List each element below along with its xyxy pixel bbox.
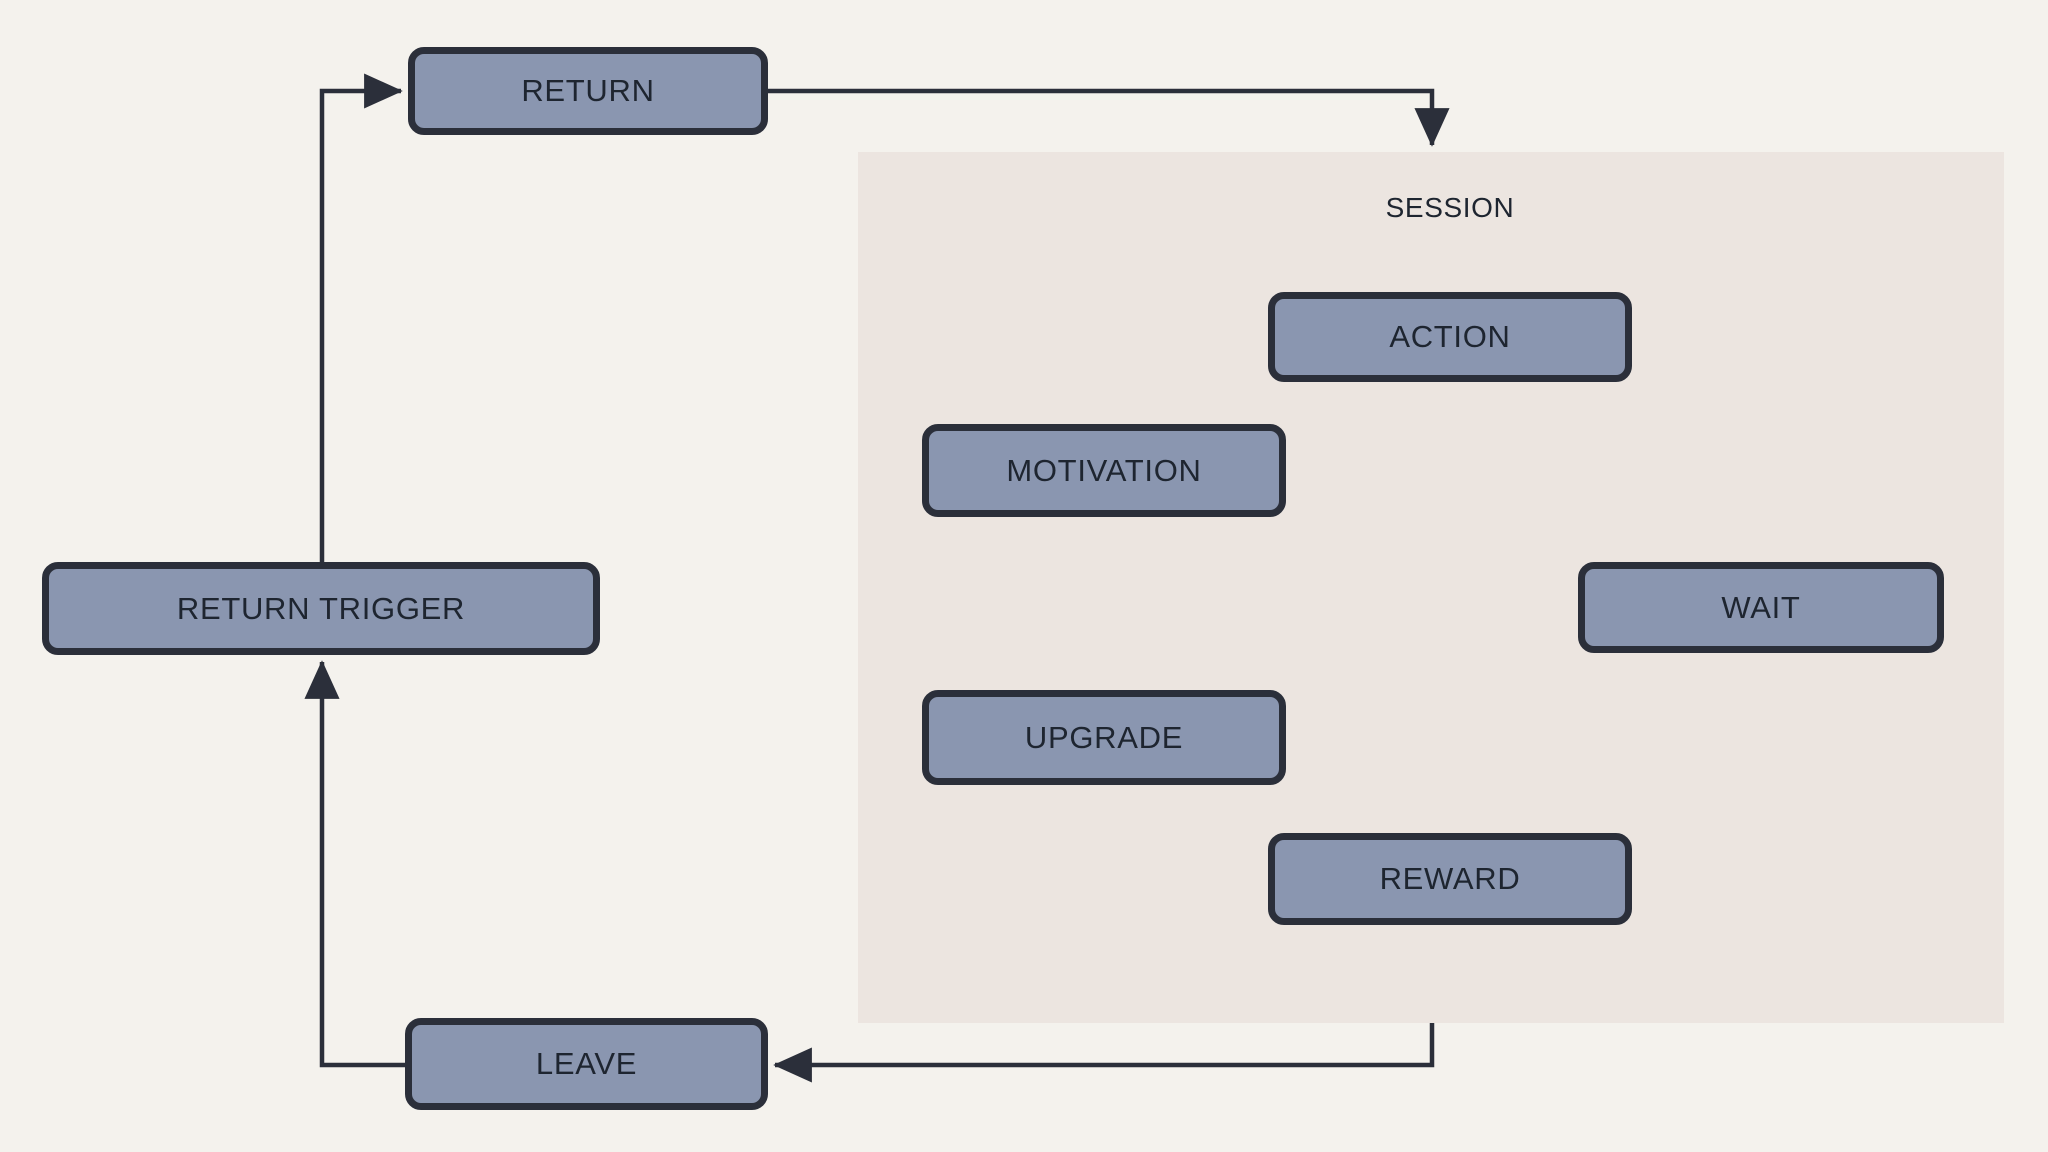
- node-action-label: ACTION: [1389, 319, 1511, 354]
- edge-return-to-session: [768, 88, 1450, 147]
- node-return-trigger[interactable]: RETURN TRIGGER: [42, 562, 600, 655]
- node-reward-label: REWARD: [1379, 861, 1521, 896]
- node-reward[interactable]: REWARD: [1268, 833, 1632, 925]
- node-upgrade-label: UPGRADE: [1024, 719, 1184, 755]
- edge-return-trigger-to-return: [319, 73, 403, 562]
- node-return-trigger-label: RETURN TRIGGER: [176, 590, 466, 626]
- node-leave-label: LEAVE: [535, 1046, 638, 1081]
- node-leave[interactable]: LEAVE: [405, 1018, 768, 1110]
- group-session-label: SESSION: [1385, 192, 1515, 223]
- node-motivation-label: MOTIVATION: [1006, 452, 1202, 488]
- node-action[interactable]: ACTION: [1268, 292, 1632, 382]
- node-wait[interactable]: WAIT: [1578, 562, 1944, 653]
- edge-session-to-leave: [773, 1023, 1435, 1083]
- node-return-label: RETURN: [521, 73, 655, 108]
- node-return[interactable]: RETURN: [408, 47, 768, 135]
- node-motivation[interactable]: MOTIVATION: [922, 424, 1286, 517]
- node-wait-label: WAIT: [1721, 589, 1801, 625]
- node-upgrade[interactable]: UPGRADE: [922, 690, 1286, 785]
- edge-leave-to-return-trigger: [304, 660, 405, 1068]
